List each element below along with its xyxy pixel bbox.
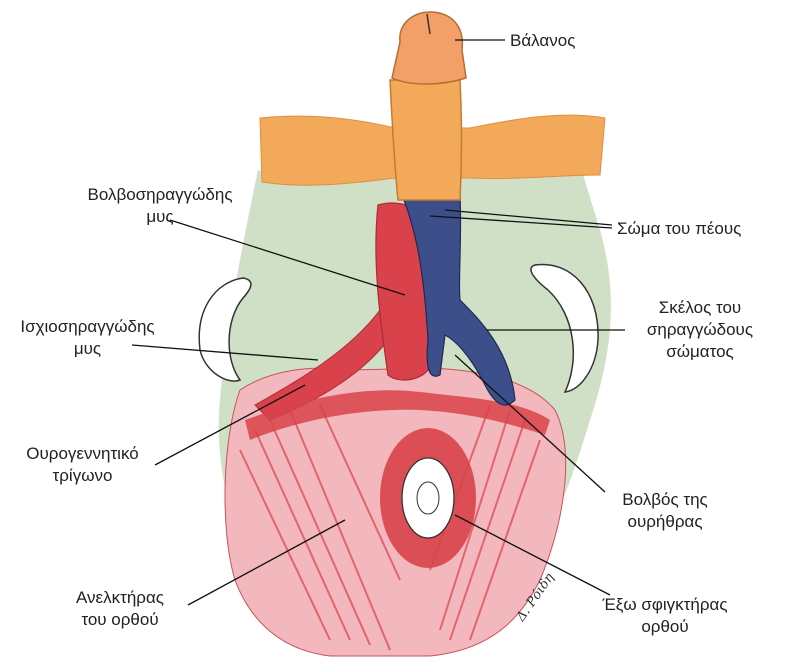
- label-bulbospongiosus: Βολβοσηραγγώδης μυς: [60, 184, 260, 228]
- label-sphincter-line2: ορθού: [585, 616, 745, 638]
- label-ischiocavernosus-line2: μυς: [10, 338, 165, 360]
- external-sphincter: [380, 428, 476, 568]
- label-ischiocavernosus-line1: Ισχιοσηραγγώδης: [10, 316, 165, 338]
- label-crus-line3: σώματος: [625, 341, 775, 363]
- label-urethral-bulb-line1: Βολβός της: [600, 489, 730, 511]
- label-sphincter-line1: Έξω σφιγκτήρας: [585, 594, 745, 616]
- label-urethral-bulb: Βολβός της ουρήθρας: [600, 489, 730, 533]
- label-ischiocavernosus: Ισχιοσηραγγώδης μυς: [10, 316, 165, 360]
- label-external-sphincter: Έξω σφιγκτήρας ορθού: [585, 594, 745, 638]
- label-crus-line1: Σκέλος του: [625, 297, 775, 319]
- label-levator-line2: του ορθού: [50, 609, 190, 631]
- label-glans: Βάλανος: [510, 30, 575, 52]
- label-bulbospongiosus-line2: μυς: [60, 206, 260, 228]
- label-levator-ani: Ανελκτήρας του ορθού: [50, 587, 190, 631]
- label-urogenital-line1: Ουρογεννητικό: [10, 443, 155, 465]
- label-crus-line2: σηραγγώδους: [625, 319, 775, 341]
- label-levator-line1: Ανελκτήρας: [50, 587, 190, 609]
- label-urogenital-triangle: Ουρογεννητικό τρίγωνο: [10, 443, 155, 487]
- label-urogenital-line2: τρίγωνο: [10, 465, 155, 487]
- label-bulbospongiosus-line1: Βολβοσηραγγώδης: [60, 184, 260, 206]
- label-crus: Σκέλος του σηραγγώδους σώματος: [625, 297, 775, 363]
- label-penis-body: Σώμα του πέους: [617, 218, 741, 240]
- label-urethral-bulb-line2: ουρήθρας: [600, 511, 730, 533]
- penis-shaft: [390, 80, 462, 200]
